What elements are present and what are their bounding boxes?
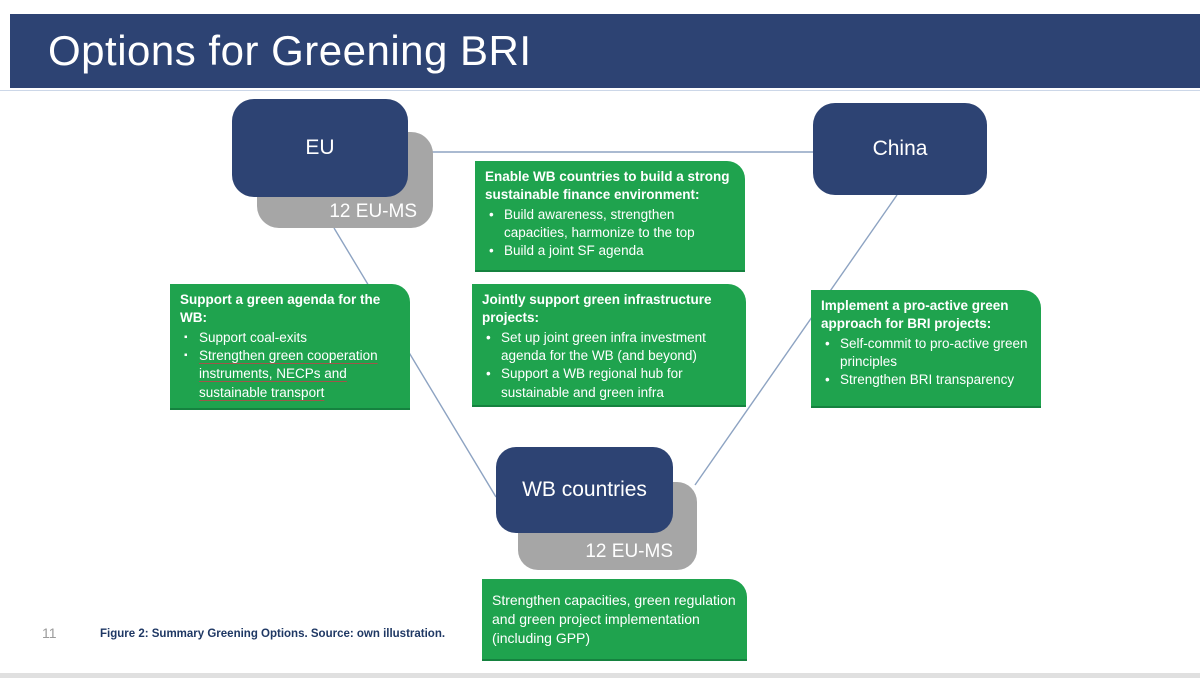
eu-node-label: EU <box>305 136 335 159</box>
bullet-item: Strengthen green cooperation instruments… <box>180 347 402 402</box>
wb-node: WB countries <box>496 447 673 533</box>
bullet-item: Set up joint green infra investment agen… <box>482 329 738 366</box>
china-node-label: China <box>872 137 928 160</box>
bullet-item: Strengthen BRI transparency <box>821 371 1033 390</box>
china-node: China <box>813 103 987 195</box>
option-bullet-list: Self-commit to pro-active green principl… <box>821 335 1033 390</box>
option-bullet-list: Build awareness, strengthen capacities, … <box>485 206 737 261</box>
option-box-green-agenda: Support a green agenda for the WB: Suppo… <box>170 284 410 410</box>
figure-caption: Figure 2: Summary Greening Options. Sour… <box>100 628 446 640</box>
option-box-title: Implement a pro-active green approach fo… <box>821 298 1009 332</box>
eu-badge-label: 12 EU-MS <box>329 201 417 222</box>
wb-node-label: WB countries <box>522 478 647 501</box>
page-number: 11 <box>42 625 57 641</box>
bullet-item: Support a WB regional hub for sustainabl… <box>482 365 738 402</box>
bottom-edge-strip <box>0 673 1200 678</box>
slide-title-bar: Options for Greening BRI <box>10 14 1200 88</box>
header-divider <box>0 90 1200 91</box>
option-box-proactive-bri: Implement a pro-active green approach fo… <box>811 290 1041 408</box>
option-box-text: Strengthen capacities, green regulation … <box>492 591 736 647</box>
bullet-item: Build a joint SF agenda <box>485 242 737 261</box>
option-bullet-list: Set up joint green infra investment agen… <box>482 329 738 402</box>
bullet-item: Support coal-exits <box>180 329 402 347</box>
option-box-strengthen-capacities: Strengthen capacities, green regulation … <box>482 579 747 661</box>
connector-china-wb <box>694 194 898 486</box>
option-bullet-list: Support coal-exitsStrengthen green coope… <box>180 329 402 402</box>
wb-badge-label: 12 EU-MS <box>585 541 673 562</box>
option-box-green-infrastructure: Jointly support green infrastructure pro… <box>472 284 746 407</box>
bullet-item: Build awareness, strengthen capacities, … <box>485 206 737 243</box>
connector-eu-wb <box>333 227 497 498</box>
eu-node: EU <box>232 99 408 197</box>
bullet-item: Self-commit to pro-active green principl… <box>821 335 1033 372</box>
page-title: Options for Greening BRI <box>48 27 532 74</box>
option-box-sustainable-finance: Enable WB countries to build a strong su… <box>475 161 745 272</box>
option-box-title: Jointly support green infrastructure pro… <box>482 292 712 326</box>
option-box-title: Support a green agenda for the WB: <box>180 292 381 326</box>
option-box-title: Enable WB countries to build a strong su… <box>485 169 730 203</box>
